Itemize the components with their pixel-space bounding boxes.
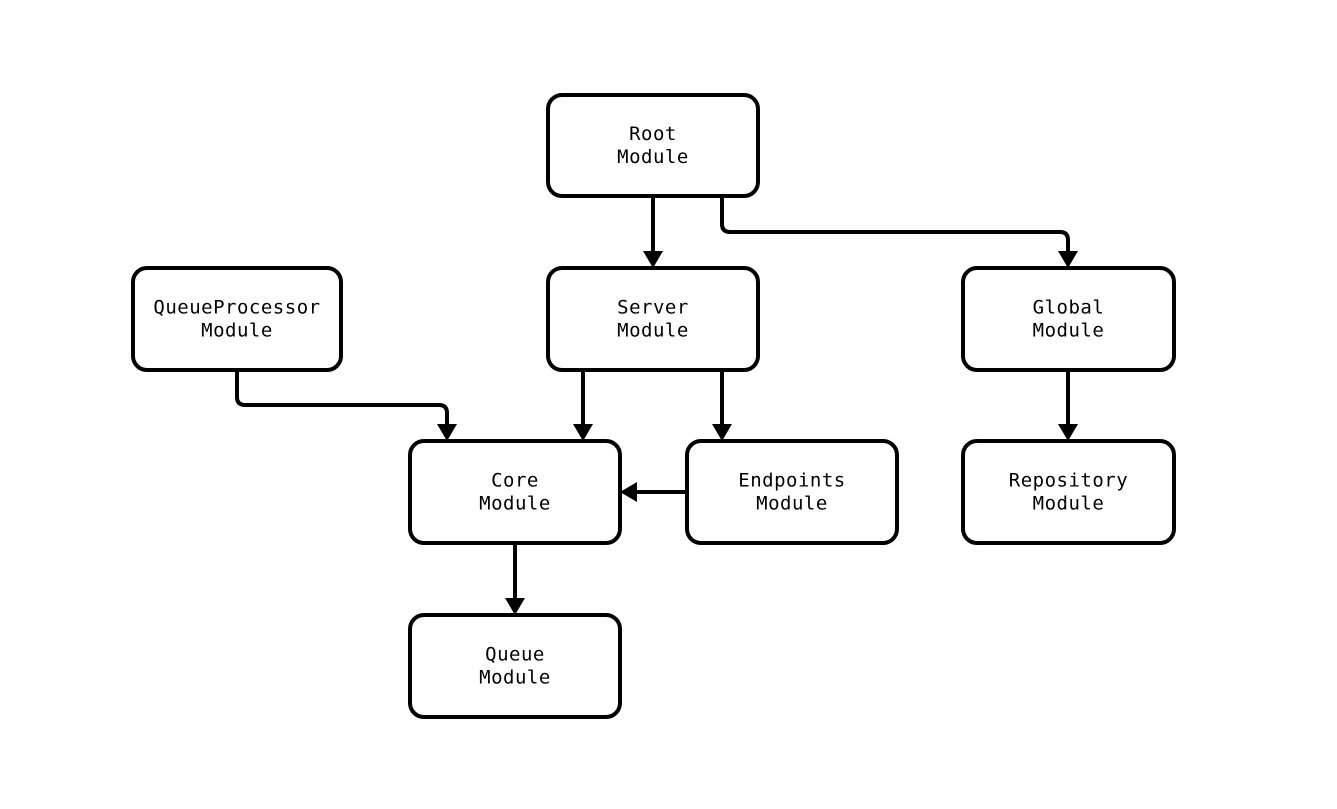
edges-layer: [235, 196, 1078, 615]
node-box[interactable]: [961, 439, 1176, 545]
arrowhead-icon: [505, 598, 525, 615]
node-label-line2: Module: [617, 320, 689, 342]
node-label-line1: Server: [617, 297, 689, 319]
node-label-line1: Root: [629, 123, 677, 145]
edge-queueprocessor-to-core: [235, 370, 457, 441]
node-label-line1: QueueProcessor: [153, 297, 320, 319]
edge-line: [235, 370, 449, 425]
arrowhead-icon: [620, 482, 637, 502]
arrowhead-icon: [643, 251, 663, 268]
edge-global-to-repository: [1058, 370, 1078, 441]
edge-server-to-core: [573, 370, 593, 441]
node-label-line2: Module: [479, 493, 551, 515]
arrowhead-icon: [712, 424, 732, 441]
arrowhead-icon: [573, 424, 593, 441]
node-label-line1: Queue: [485, 644, 545, 666]
node-label-line1: Endpoints: [738, 470, 845, 492]
node-box[interactable]: [961, 266, 1176, 372]
edge-root-to-global: [720, 196, 1078, 268]
node-box[interactable]: [685, 439, 899, 545]
node-box[interactable]: [408, 613, 622, 719]
arrowhead-icon: [1058, 424, 1078, 441]
node-label-line2: Module: [756, 493, 828, 515]
node-label-line1: Repository: [1009, 470, 1128, 492]
edge-line: [720, 196, 1070, 252]
node-label-line1: Core: [491, 470, 539, 492]
node-label-line2: Module: [201, 320, 273, 342]
nodes-layer: RootModuleQueueProcessorModuleServerModu…: [131, 93, 1176, 719]
node-box[interactable]: [131, 266, 343, 372]
edge-server-to-endpoints: [712, 370, 732, 441]
node-label-line1: Global: [1033, 297, 1105, 319]
edge-core-to-queue: [505, 543, 525, 615]
node-label-line2: Module: [1033, 320, 1105, 342]
node-label-line2: Module: [1033, 493, 1105, 515]
arrowhead-icon: [1058, 251, 1078, 268]
node-box[interactable]: [408, 439, 622, 545]
edge-endpoints-to-core: [620, 482, 687, 502]
node-label-line2: Module: [479, 667, 551, 689]
node-box[interactable]: [546, 93, 760, 198]
node-label-line2: Module: [617, 146, 689, 168]
edge-root-to-server: [643, 196, 663, 268]
node-box[interactable]: [546, 266, 760, 372]
arrowhead-icon: [437, 424, 457, 441]
